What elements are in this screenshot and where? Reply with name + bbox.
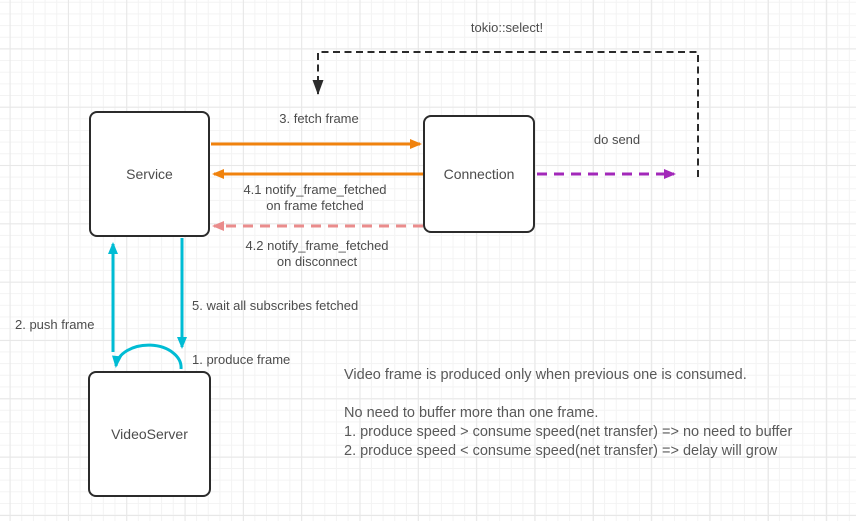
edge-tokio-select[interactable]: [312, 51, 699, 177]
node-videoserver[interactable]: VideoServer: [88, 371, 211, 497]
edge-produce-frame[interactable]: [112, 343, 183, 370]
label-notify-on-disconnect: 4.2 notify_frame_fetched on disconnect: [245, 238, 389, 269]
node-connection[interactable]: Connection: [423, 115, 535, 233]
label-produce-frame: 1. produce frame: [192, 352, 291, 367]
label-push-frame: 2. push frame: [15, 317, 95, 332]
label-fetch-frame: 3. fetch frame: [279, 111, 359, 126]
node-videoserver-label: VideoServer: [111, 426, 188, 442]
label-do-send: do send: [593, 132, 641, 147]
note-text: Video frame is produced only when previo…: [344, 367, 793, 459]
node-service[interactable]: Service: [89, 111, 210, 237]
node-connection-label: Connection: [443, 166, 515, 182]
label-notify-frame-fetched: 4.1 notify_frame_fetched on frame fetche…: [243, 182, 387, 213]
node-service-label: Service: [126, 166, 173, 182]
label-wait-all-subscribes: 5. wait all subscribes fetched: [192, 298, 359, 313]
label-tokio-select: tokio::select!: [470, 20, 544, 35]
